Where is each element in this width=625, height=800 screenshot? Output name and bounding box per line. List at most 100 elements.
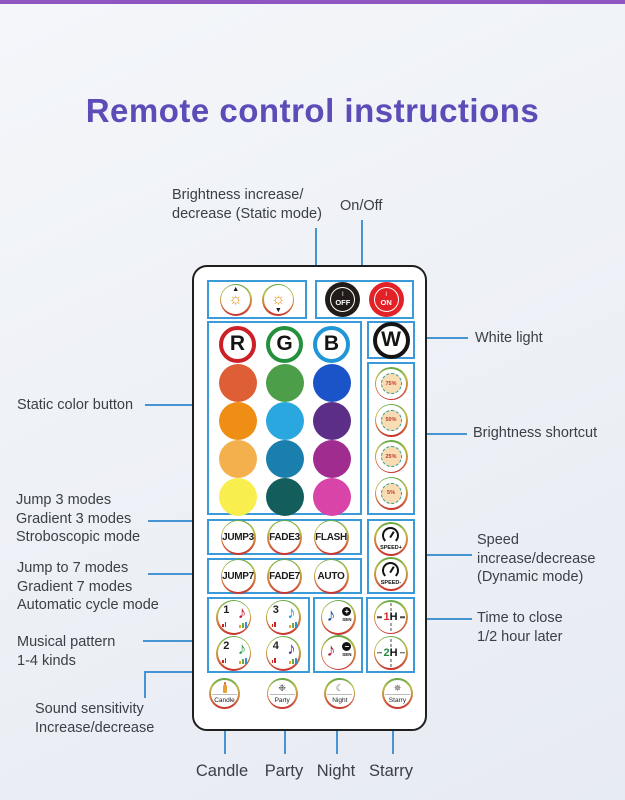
candle-icon bbox=[222, 682, 227, 693]
label-jump7-modes: Jump to 7 modes Gradient 7 modes Automat… bbox=[17, 560, 159, 613]
preset-5-button[interactable]: 5% bbox=[374, 476, 408, 510]
group-sensitivity: ♪ + SEN ♪ − SEN bbox=[313, 597, 363, 673]
music-3-button[interactable]: 3 ♪ bbox=[265, 599, 301, 635]
bottom-label-party: Party bbox=[264, 762, 304, 780]
remote-body: ▲ ☼ ☼ ▼ I OFF I ON R bbox=[192, 265, 427, 731]
power-icon: I OFF bbox=[330, 287, 356, 312]
on-button[interactable]: I ON bbox=[368, 282, 404, 317]
preset-50-button[interactable]: 50% bbox=[374, 403, 408, 437]
color-swatch[interactable] bbox=[312, 402, 351, 440]
jump7-button[interactable]: JUMP7 bbox=[220, 558, 256, 594]
sensitivity-plus-button[interactable]: ♪ + SEN bbox=[320, 599, 356, 635]
arrow-down-icon: ▼ bbox=[274, 306, 282, 314]
sun-icon: 50% bbox=[380, 409, 402, 431]
label-brightness-shortcut: Brightness shortcut bbox=[473, 425, 598, 441]
flash-button[interactable]: FLASH bbox=[313, 519, 349, 555]
label-musical-pattern: Musical pattern 1-4 kinds bbox=[17, 634, 116, 669]
speedometer-icon: SPEED+ bbox=[380, 527, 402, 551]
group-speed: SPEED+ SPEED- bbox=[367, 519, 415, 594]
bottom-label-candle: Candle bbox=[195, 762, 249, 780]
mini-bars-icon bbox=[222, 621, 227, 627]
arrow-up-icon: ▲ bbox=[232, 285, 240, 293]
night-button[interactable]: ☾ Night bbox=[324, 678, 356, 709]
mini-bars-icon bbox=[271, 621, 276, 627]
connector-party bbox=[284, 708, 286, 754]
white-button[interactable]: W bbox=[372, 321, 410, 359]
preset-75-button[interactable]: 75% bbox=[374, 367, 408, 401]
night-icon: ☾ bbox=[335, 683, 344, 693]
connector-static-color bbox=[145, 404, 207, 406]
color-swatch[interactable] bbox=[312, 364, 351, 402]
fade7-button[interactable]: FADE7 bbox=[267, 558, 302, 594]
brightness-up-button[interactable]: ▲ ☼ bbox=[219, 283, 252, 316]
fade3-button[interactable]: FADE3 bbox=[267, 519, 302, 555]
label-brightness-static: Brightness increase/ decrease (Static mo… bbox=[172, 187, 322, 222]
color-swatch[interactable] bbox=[265, 364, 304, 402]
color-swatch[interactable] bbox=[265, 440, 304, 478]
bottom-label-night: Night bbox=[316, 762, 356, 780]
color-swatch[interactable] bbox=[218, 402, 257, 440]
starry-button[interactable]: ✵ Starry bbox=[381, 678, 413, 709]
candle-button[interactable]: Candle bbox=[209, 678, 240, 709]
group-brightness-static: ▲ ☼ ☼ ▼ bbox=[207, 280, 307, 319]
connector-jump7 bbox=[148, 573, 207, 575]
connector-night bbox=[336, 708, 338, 754]
speed-minus-button[interactable]: SPEED- bbox=[374, 557, 408, 591]
group-modes-3: JUMP3 FADE3 FLASH bbox=[207, 519, 362, 555]
brightness-down-button[interactable]: ☼ ▼ bbox=[262, 283, 295, 316]
color-swatch[interactable] bbox=[265, 402, 304, 440]
label-sound-sensitivity: Sound sensitivity Increase/decrease bbox=[35, 701, 155, 736]
connector-white-light bbox=[413, 337, 468, 339]
connector-timer bbox=[413, 618, 472, 620]
speed-plus-button[interactable]: SPEED+ bbox=[374, 522, 408, 556]
music-note-icon: ♪ bbox=[237, 638, 247, 658]
color-swatch[interactable] bbox=[312, 440, 351, 478]
color-swatch[interactable] bbox=[218, 440, 257, 478]
jump3-button[interactable]: JUMP3 bbox=[220, 519, 256, 555]
color-swatch[interactable] bbox=[312, 478, 351, 516]
timer-1h-button[interactable]: 1 H bbox=[373, 600, 408, 635]
off-button[interactable]: I OFF bbox=[325, 282, 361, 317]
connector-sound-v bbox=[144, 671, 146, 698]
sun-icon: 25% bbox=[380, 446, 402, 468]
equalizer-icon bbox=[239, 657, 248, 664]
auto-button[interactable]: AUTO bbox=[313, 558, 349, 594]
label-time-to-close: Time to close 1/2 hour later bbox=[477, 610, 563, 645]
minus-icon: − bbox=[342, 642, 352, 652]
connector-jump3 bbox=[148, 520, 207, 522]
music-note-icon: ♪ bbox=[326, 604, 336, 625]
blue-button[interactable]: B bbox=[313, 325, 350, 363]
label-jump3-modes: Jump 3 modes Gradient 3 modes Stroboscop… bbox=[16, 492, 141, 545]
sun-icon: 75% bbox=[380, 373, 402, 395]
connector-starry bbox=[392, 708, 394, 754]
connector-sound-h bbox=[144, 671, 230, 673]
connector-speed bbox=[413, 554, 472, 556]
mini-bars-icon bbox=[222, 657, 227, 663]
color-swatch[interactable] bbox=[218, 478, 257, 516]
red-button[interactable]: R bbox=[219, 325, 256, 363]
sun-icon: ☼ bbox=[228, 290, 243, 308]
connector-candle bbox=[224, 708, 226, 754]
group-timer: 1 H 2 H bbox=[366, 597, 415, 673]
connector-on-off bbox=[361, 220, 363, 278]
sun-icon: 5% bbox=[380, 482, 402, 504]
party-button[interactable]: ❉ Party bbox=[266, 678, 298, 709]
equalizer-icon bbox=[288, 621, 297, 628]
timer-2h-button[interactable]: 2 H bbox=[373, 635, 408, 670]
sensitivity-minus-button[interactable]: ♪ − SEN bbox=[320, 635, 356, 671]
preset-25-button[interactable]: 25% bbox=[374, 440, 408, 474]
color-swatch[interactable] bbox=[218, 364, 257, 402]
music-1-button[interactable]: 1 ♪ bbox=[216, 599, 252, 635]
music-4-button[interactable]: 4 ♪ bbox=[265, 635, 301, 671]
music-2-button[interactable]: 2 ♪ bbox=[216, 635, 252, 671]
color-swatch[interactable] bbox=[265, 478, 304, 516]
top-accent-bar bbox=[0, 0, 625, 4]
equalizer-icon bbox=[239, 621, 248, 628]
connector-brightness-static bbox=[315, 228, 317, 278]
speedometer-icon: SPEED- bbox=[381, 562, 401, 586]
bottom-label-starry: Starry bbox=[368, 762, 414, 780]
group-power: I OFF I ON bbox=[315, 280, 414, 319]
green-button[interactable]: G bbox=[266, 325, 303, 363]
label-speed: Speed increase/decrease (Dynamic mode) bbox=[477, 532, 596, 585]
